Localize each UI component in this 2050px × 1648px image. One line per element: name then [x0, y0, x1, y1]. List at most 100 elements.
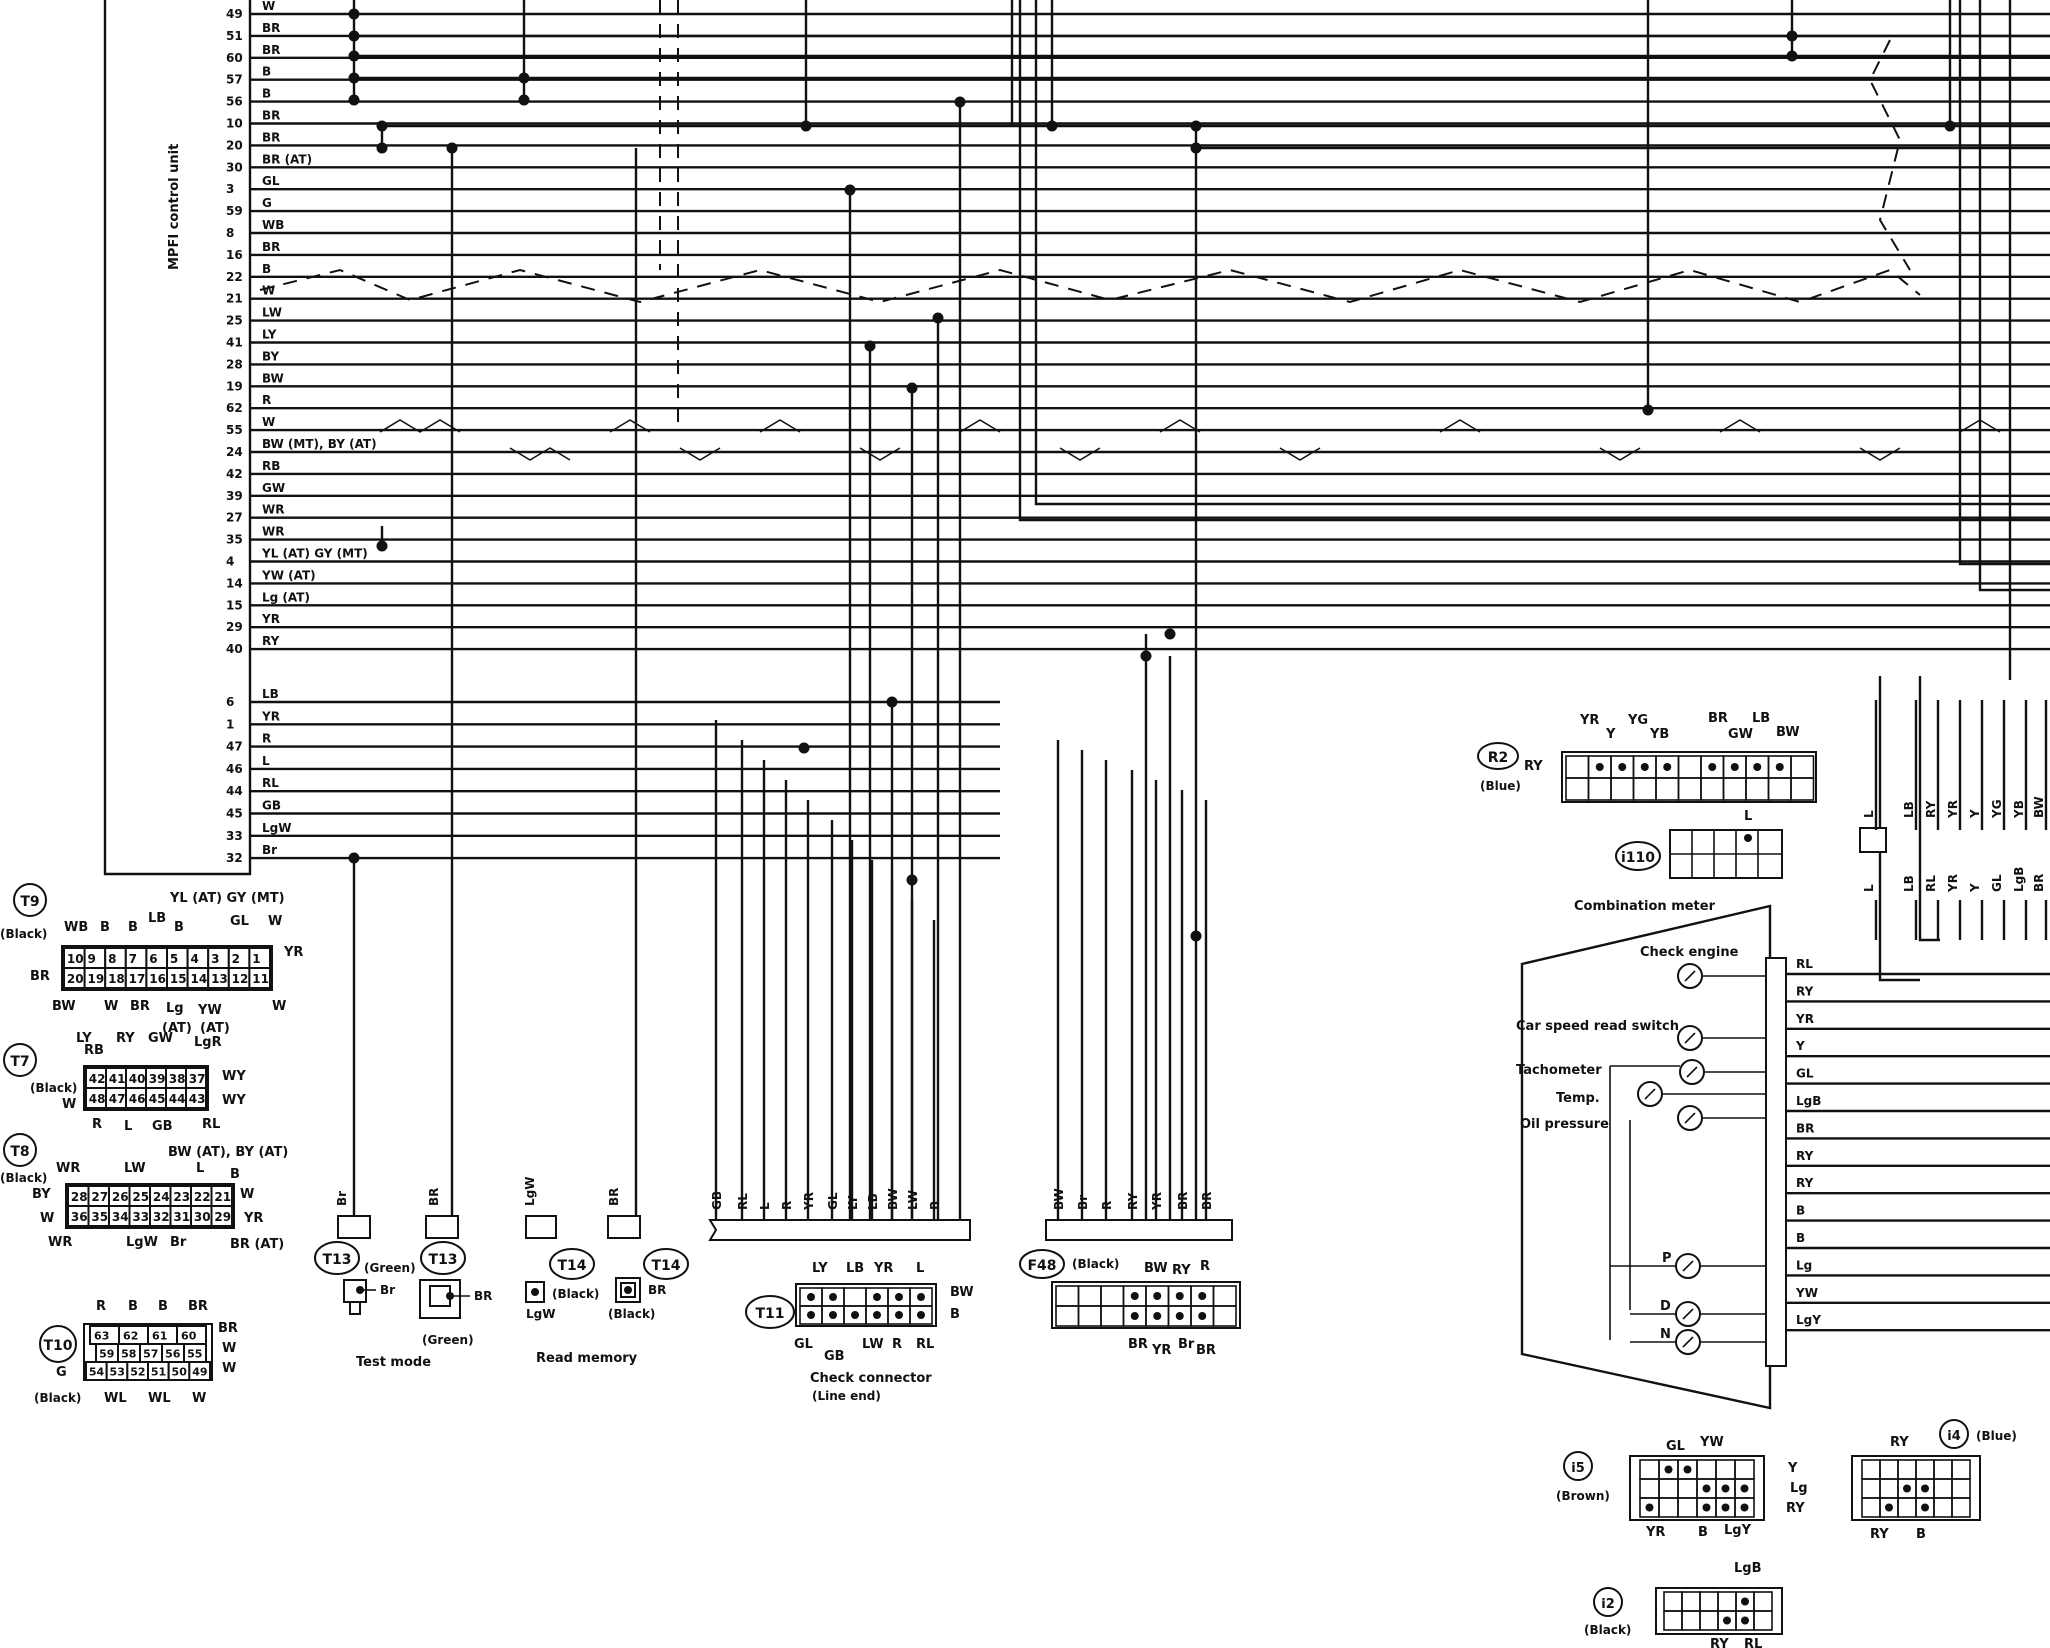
connector-t14a-color: (Black)	[552, 1287, 599, 1301]
t9-label-w: W	[268, 914, 282, 929]
meter-pin-label: LgB	[1796, 1094, 1821, 1108]
ecu-pin-number: 27	[226, 511, 243, 525]
connector-pin	[1730, 763, 1739, 771]
connector-t11-id: T11	[755, 1306, 784, 1322]
ecu-pin-number: 22	[226, 270, 243, 284]
ecu-wire-color: W	[262, 0, 275, 13]
cavity-number: 34	[112, 1210, 129, 1224]
t10-label-br-right: BR	[218, 1321, 238, 1336]
ecu-pin-number: 21	[226, 292, 243, 306]
i5-label-lgy: LgY	[1724, 1523, 1752, 1538]
wire-joints	[348, 8, 1956, 942]
t8-label-w: W	[40, 1211, 54, 1226]
t10-label-w: W	[192, 1391, 206, 1406]
cavity-number: 31	[173, 1210, 190, 1224]
t10-label-r: R	[96, 1299, 106, 1314]
connector-i2-color: (Black)	[1584, 1623, 1631, 1637]
ecu-wire-color: YR	[261, 709, 280, 723]
meter-item-check-engine: Check engine	[1640, 945, 1739, 960]
f48-label-br3: BR	[1196, 1343, 1216, 1358]
connector-pin	[873, 1311, 881, 1319]
connector-i5: i5 (Brown) GL YW Y Lg RY YR B LgY	[1556, 1435, 1808, 1540]
i5-label-b: B	[1698, 1525, 1708, 1540]
cavity-number: 4	[190, 952, 198, 966]
connector-pin	[1153, 1292, 1162, 1300]
connector-i2-id: i2	[1601, 1597, 1615, 1612]
cavity-number: 22	[194, 1190, 211, 1204]
ecu-wire-color: G	[262, 196, 272, 210]
ecu-wire-color: BR	[262, 240, 280, 254]
connector-pin	[1640, 763, 1649, 771]
connector-pin	[917, 1293, 925, 1301]
ecu-wire-color: LY	[262, 328, 277, 342]
connector-pin	[1885, 1503, 1893, 1512]
ecu-wire-color: BR	[262, 130, 280, 144]
shield-wire-lower	[379, 419, 2001, 461]
t13b-pin-label: BR	[474, 1289, 492, 1303]
connector-pin	[1775, 763, 1784, 771]
connector-t14b-color: (Black)	[608, 1307, 655, 1321]
meter-shift-p: P	[1662, 1251, 1672, 1266]
ecu-wire-color: L	[262, 754, 270, 768]
t14b-wire-label: BR	[607, 1188, 621, 1206]
connector-pin	[1664, 1465, 1673, 1474]
t9-label-wb: WB	[64, 920, 88, 935]
t10-label-g: G	[56, 1365, 67, 1380]
meter-harness-top-label: LB	[1902, 801, 1916, 818]
t10-label-br: BR	[188, 1299, 208, 1314]
t14a-pin-label: LgW	[526, 1307, 555, 1321]
cavity-number: 18	[108, 972, 125, 986]
t14b-pin-label: BR	[648, 1283, 666, 1297]
ecu-pin-number: 46	[226, 762, 243, 776]
cavity-number: 53	[110, 1365, 125, 1378]
connector-t7-id: T7	[10, 1054, 29, 1070]
ecu-pin-number: 10	[226, 117, 243, 131]
connector-pin	[851, 1311, 859, 1319]
connector-t8-id: T8	[10, 1144, 29, 1160]
ecu-wire-color: GW	[262, 481, 285, 495]
i4-label-b: B	[1916, 1527, 1926, 1542]
connector-cavity	[1734, 1497, 1755, 1518]
f48-label-br: BR	[1128, 1337, 1148, 1352]
ecu-pin-number: 40	[226, 642, 243, 656]
caption-check-connector: Check connector	[810, 1371, 932, 1386]
cavity-number: 1	[252, 952, 260, 966]
t8-label-lgw: LgW	[126, 1235, 158, 1250]
i2-label-ry: RY	[1710, 1637, 1729, 1648]
t8-label-br: Br	[170, 1235, 187, 1250]
connector-cavity	[1212, 1305, 1237, 1327]
t8-label-by: BY	[32, 1187, 51, 1202]
cavity-number: 2	[232, 952, 240, 966]
ecu-wire-color: B	[262, 262, 271, 276]
connector-f48-color: (Black)	[1072, 1257, 1119, 1271]
ecu-wire-color: WR	[262, 503, 284, 517]
cavity-number: 11	[252, 972, 269, 986]
connector-pin	[1721, 1484, 1730, 1493]
connector-pin	[807, 1311, 815, 1319]
connector-pin	[1618, 763, 1627, 771]
i5-label-gl: GL	[1666, 1439, 1685, 1454]
connector-i4-id: i4	[1947, 1429, 1961, 1444]
t11-label-gb: GB	[824, 1349, 845, 1364]
cavity-number: 62	[123, 1329, 138, 1342]
meter-pin-label: LgY	[1796, 1313, 1821, 1327]
t8-label-wr-bottom: WR	[48, 1235, 72, 1250]
connector-pin	[1741, 1616, 1749, 1625]
ecu-pin-number: 55	[226, 423, 243, 437]
connector-pin	[1723, 1616, 1731, 1625]
ecu-pin-number: 19	[226, 379, 243, 393]
meter-harness-bottom-label: GL	[1990, 874, 2004, 892]
meter-pin-label: Lg	[1796, 1258, 1812, 1272]
connector-pin	[1702, 1503, 1711, 1512]
f48-label-ry: RY	[1172, 1263, 1191, 1278]
t9-label-bw: BW	[52, 999, 76, 1014]
t7-label-ry: RY	[116, 1031, 135, 1046]
meter-pin-label: RL	[1796, 957, 1813, 971]
ecu-pin-number: 29	[226, 620, 243, 634]
t11-label-r: R	[892, 1337, 902, 1352]
ecu-wire-color: BR	[262, 43, 280, 57]
t9-label-yl-gy: YL (AT) GY (MT)	[169, 891, 285, 906]
t8-label-l: L	[196, 1161, 204, 1176]
ecu-pin-number: 28	[226, 357, 243, 371]
